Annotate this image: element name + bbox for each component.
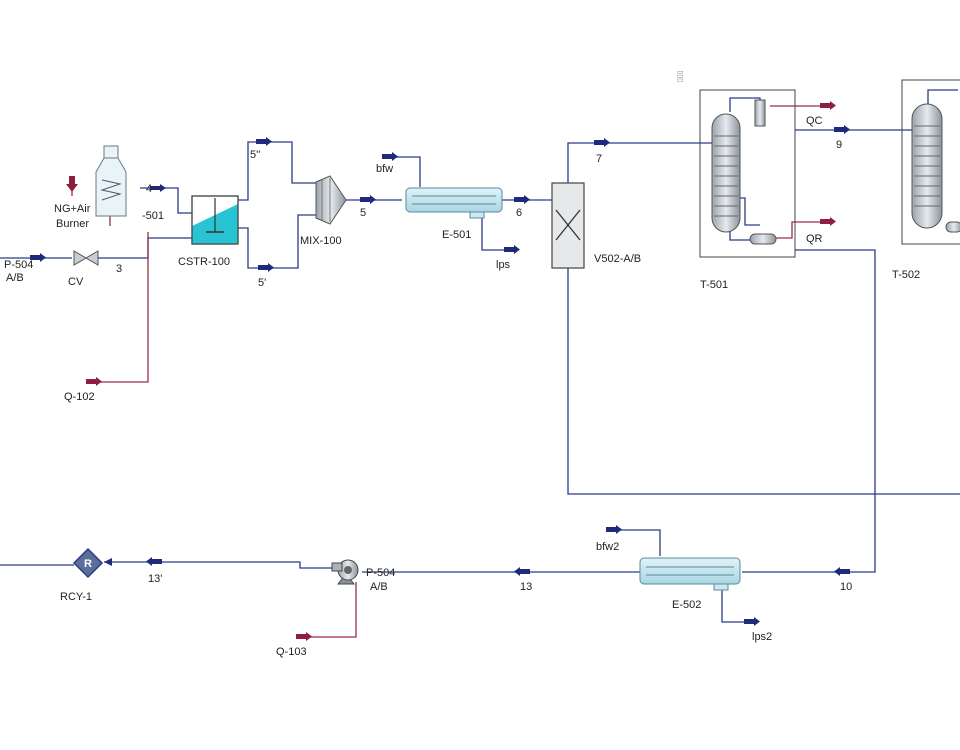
mix-100-mixer[interactable] — [315, 175, 347, 225]
mix-100-label: MIX-100 — [300, 235, 342, 247]
stream-10-label: 10 — [840, 581, 852, 593]
rcy-symbol: R — [84, 558, 92, 570]
arrow-bfw — [382, 152, 398, 161]
arrow-10 — [834, 567, 850, 576]
stream-7-label: 7 — [596, 153, 602, 165]
bfw-label: bfw — [376, 163, 393, 175]
labels: P-504 A/B CV 3 NG+Air Burner 4 -501 CSTR… — [4, 115, 920, 658]
qr-label: QR — [806, 233, 823, 245]
rcy-1-recycle[interactable]: R — [72, 547, 104, 579]
v502-label: V502-A/B — [594, 253, 641, 265]
lps2-label: lps2 — [752, 631, 772, 643]
stream-6-label: 6 — [516, 207, 522, 219]
v502-vessel[interactable] — [551, 182, 585, 269]
lps-line[interactable] — [481, 212, 514, 251]
t-502-label: T-502 — [892, 269, 920, 281]
arrow-7 — [594, 138, 610, 147]
stream-7-line[interactable] — [567, 142, 712, 183]
arrow-5 — [360, 195, 376, 204]
lps2-line[interactable] — [721, 585, 754, 623]
cstr-label: CSTR-100 — [178, 256, 230, 268]
arrow-5p — [258, 263, 274, 272]
qr-line[interactable] — [772, 221, 830, 239]
arrow-recycle — [104, 558, 112, 566]
arrow-13 — [514, 567, 530, 576]
q103-line[interactable] — [296, 582, 357, 638]
p-504-pump[interactable] — [331, 559, 359, 585]
stream-4-label: 4 — [146, 183, 152, 195]
stream-3-to-cstr[interactable] — [147, 237, 192, 258]
t502-overhead-line — [927, 89, 958, 104]
arrow-burner-fuel — [66, 176, 78, 192]
stream-5pp-label: 5'' — [250, 149, 260, 161]
e-502-label: E-502 — [672, 599, 701, 611]
rcy-1-label: RCY-1 — [60, 591, 92, 603]
arrow-bfw2 — [606, 525, 622, 534]
arrow-qc — [820, 101, 836, 110]
arrow-q103 — [296, 632, 312, 641]
cv-label: CV — [68, 276, 84, 288]
t-501-column[interactable]: ▯▯▯ — [677, 70, 796, 258]
e-501-exchanger[interactable] — [405, 187, 503, 219]
stream-13p-line[interactable] — [104, 561, 336, 569]
cstr-reactor[interactable] — [191, 195, 239, 245]
flow-arrows — [30, 125, 850, 626]
arrow-lps — [504, 245, 520, 254]
t-502-column[interactable] — [901, 79, 960, 245]
bfw2-line[interactable] — [606, 529, 661, 556]
arrow-q102 — [86, 377, 102, 386]
cv-valve[interactable] — [73, 250, 99, 266]
burner-label-l1: NG+Air — [54, 203, 91, 215]
e-502-exchanger[interactable] — [639, 557, 741, 591]
p-504-label-l2: A/B — [370, 581, 388, 593]
bfw2-label: bfw2 — [596, 541, 619, 553]
stream-9-label: 9 — [836, 139, 842, 151]
stream-13p-label: 13' — [148, 573, 162, 585]
arrow-qr — [820, 217, 836, 226]
arrow-9 — [834, 125, 850, 134]
v502-bottom-loop[interactable] — [567, 268, 960, 495]
q102-line[interactable] — [90, 232, 149, 383]
material-streams — [0, 89, 960, 623]
arrow-4 — [150, 184, 166, 192]
stream-5-label: 5 — [360, 207, 366, 219]
arrow-6 — [514, 195, 530, 204]
e-501-heater-label: -501 — [142, 210, 164, 222]
burner-unit[interactable] — [95, 145, 127, 217]
stream-13-label: 13 — [520, 581, 532, 593]
t-501-label: T-501 — [700, 279, 728, 291]
burner-label-l2: Burner — [56, 218, 89, 230]
arrow-lps2 — [744, 617, 760, 626]
energy-arrows — [66, 101, 836, 641]
q-103-label: Q-103 — [276, 646, 307, 658]
qc-label: QC — [806, 115, 823, 127]
arrow-5pp — [256, 137, 272, 146]
t501-bottom-line — [729, 230, 750, 241]
stream-10-line[interactable] — [742, 249, 876, 573]
e-501-label: E-501 — [442, 229, 471, 241]
lps-label: lps — [496, 259, 511, 271]
p-504-left-label-l1: P-504 — [4, 259, 33, 271]
stream-5p-label: 5' — [258, 277, 266, 289]
p-504-left-label-l2: A/B — [6, 272, 24, 284]
arrow-13p — [146, 557, 162, 566]
stream-3-label: 3 — [116, 263, 122, 275]
p-504-label-l1: P-504 — [366, 567, 395, 579]
svg-text:▯▯▯: ▯▯▯ — [677, 70, 684, 82]
arrow-feed — [30, 253, 46, 262]
q-102-label: Q-102 — [64, 391, 95, 403]
